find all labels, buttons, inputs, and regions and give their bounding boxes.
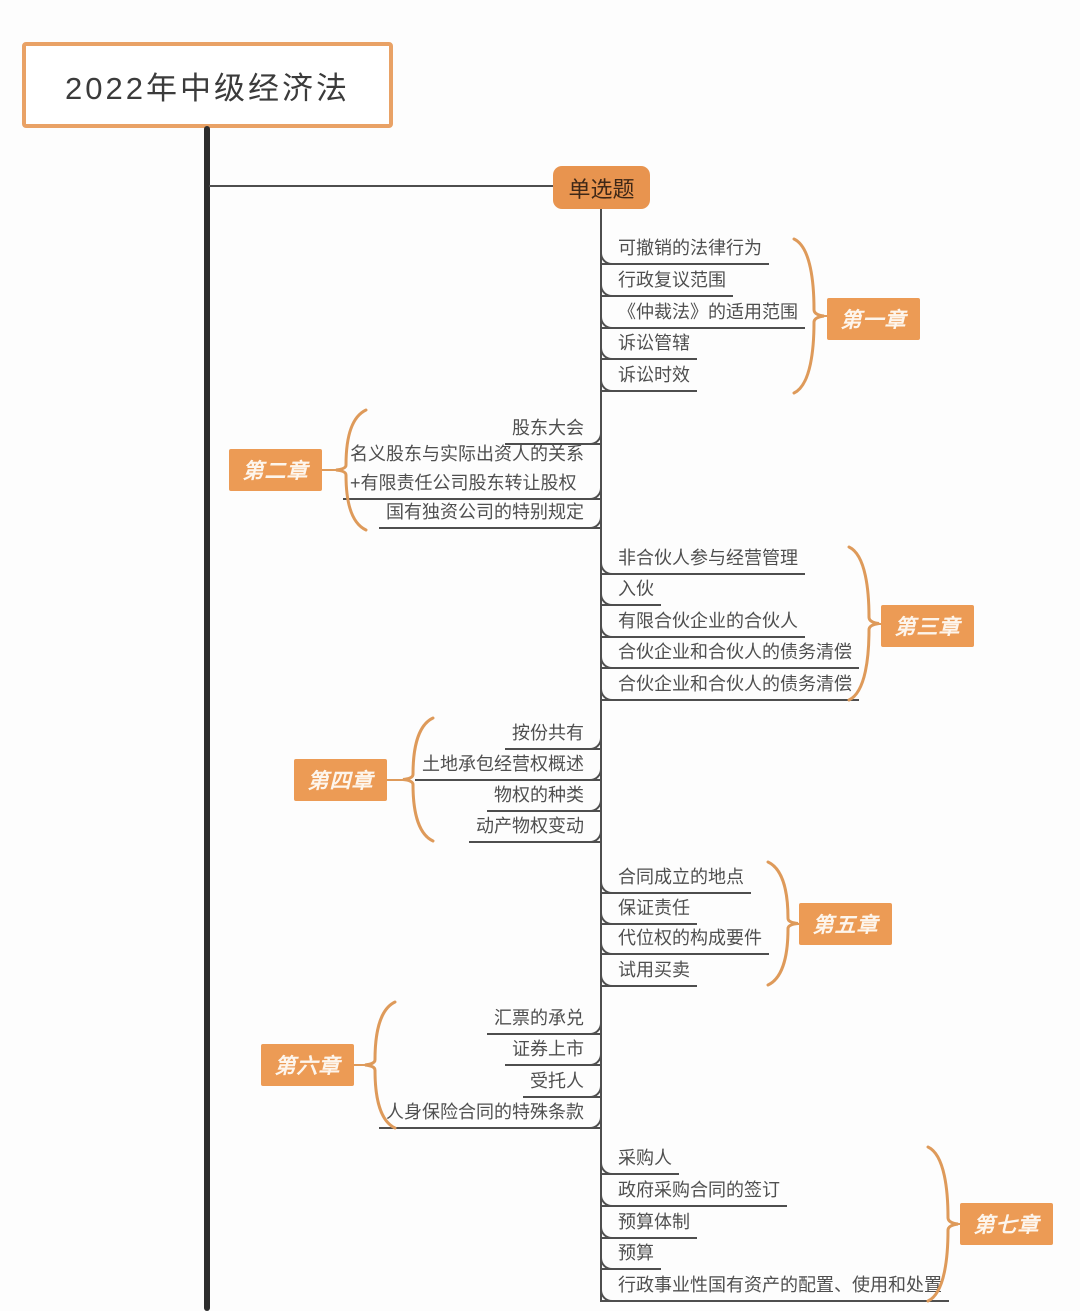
topic-node[interactable]: 人身保险合同的特殊条款 bbox=[379, 1098, 602, 1129]
map-title-text: 2022年中级经济法 bbox=[65, 70, 350, 106]
chapter-label[interactable]: 第三章 bbox=[881, 605, 974, 647]
topic-node[interactable]: 受托人 bbox=[523, 1067, 602, 1098]
topic-node[interactable]: 合同成立的地点 bbox=[600, 863, 751, 894]
topic-node[interactable]: 入伙 bbox=[600, 575, 661, 606]
topic-node[interactable]: 有限合伙企业的合伙人 bbox=[600, 607, 805, 638]
topic-node[interactable]: 按份共有 bbox=[505, 719, 602, 750]
chapter-label-connector bbox=[956, 1223, 960, 1225]
chapter-label-connector bbox=[796, 922, 799, 925]
topic-node[interactable]: 国有独资公司的特别规定 bbox=[379, 498, 602, 529]
topic-node[interactable]: 采购人 bbox=[600, 1144, 679, 1175]
topic-node[interactable]: 名义股东与实际出资人的关系 +有限责任公司股东转让股权 bbox=[343, 440, 602, 500]
chapter-label-text: 第二章 bbox=[242, 460, 309, 483]
topic-node[interactable]: 诉讼管辖 bbox=[600, 329, 697, 360]
chapter-label-text: 第六章 bbox=[274, 1055, 341, 1078]
chapter-label-connector bbox=[822, 315, 827, 317]
topic-node[interactable]: 预算体制 bbox=[600, 1208, 697, 1239]
chapter-label[interactable]: 第六章 bbox=[261, 1044, 354, 1086]
chapter-label[interactable]: 第一章 bbox=[827, 298, 920, 340]
topic-node[interactable]: 证券上市 bbox=[505, 1035, 602, 1066]
topic-node[interactable]: 行政事业性国有资产的配置、使用和处置 bbox=[600, 1271, 949, 1302]
topic-node[interactable]: 合伙企业和合伙人的债务清偿 bbox=[600, 638, 859, 669]
topic-node[interactable]: 政府采购合同的签订 bbox=[600, 1176, 787, 1207]
chapter-label-text: 第五章 bbox=[812, 914, 879, 937]
topic-node[interactable]: 土地承包经营权概述 bbox=[415, 750, 602, 781]
chapter-label[interactable]: 第二章 bbox=[229, 449, 322, 491]
topic-node[interactable]: 保证责任 bbox=[600, 894, 697, 925]
map-title[interactable]: 2022年中级经济法 bbox=[22, 42, 393, 128]
topic-node[interactable]: 代位权的构成要件 bbox=[600, 924, 769, 955]
chapter-label-text: 第三章 bbox=[894, 616, 961, 639]
chapter-label-connector bbox=[387, 778, 405, 781]
topic-node[interactable]: 股东大会 bbox=[505, 414, 602, 445]
topic-node[interactable]: 汇票的承兑 bbox=[487, 1004, 602, 1035]
topic-node[interactable]: 动产物权变动 bbox=[469, 812, 602, 843]
chapter-label-connector bbox=[322, 469, 338, 471]
chapter-label-connector bbox=[354, 1064, 367, 1066]
chapter-brace bbox=[402, 716, 435, 843]
chapter-brace bbox=[335, 408, 368, 532]
chapter-label-text: 第四章 bbox=[307, 770, 374, 793]
chapter-label-connector bbox=[877, 622, 881, 625]
topic-node[interactable]: 物权的种类 bbox=[487, 781, 602, 812]
topic-node[interactable]: 合伙企业和合伙人的债务清偿 bbox=[600, 670, 859, 701]
topic-node[interactable]: 诉讼时效 bbox=[600, 361, 697, 392]
topic-node[interactable]: 《仲裁法》的适用范围 bbox=[600, 298, 805, 329]
chapter-label[interactable]: 第七章 bbox=[960, 1203, 1053, 1245]
topic-node[interactable]: 预算 bbox=[600, 1239, 661, 1270]
chapter-label-text: 第一章 bbox=[840, 309, 907, 332]
trunk-line bbox=[204, 126, 210, 1311]
chapter-brace bbox=[364, 1000, 397, 1130]
chapter-label[interactable]: 第五章 bbox=[799, 903, 892, 945]
topic-node[interactable]: 试用买卖 bbox=[600, 956, 697, 987]
root-connector-line bbox=[209, 185, 553, 187]
root-node[interactable]: 单选题 bbox=[553, 166, 650, 209]
topic-node[interactable]: 可撤销的法律行为 bbox=[600, 234, 769, 265]
topic-node[interactable]: 非合伙人参与经营管理 bbox=[600, 544, 805, 575]
root-node-label: 单选题 bbox=[568, 176, 635, 202]
topic-node[interactable]: 行政复议范围 bbox=[600, 266, 733, 297]
chapter-label-text: 第七章 bbox=[973, 1214, 1040, 1237]
chapter-label[interactable]: 第四章 bbox=[294, 759, 387, 801]
branch-spine-line bbox=[600, 209, 602, 1302]
